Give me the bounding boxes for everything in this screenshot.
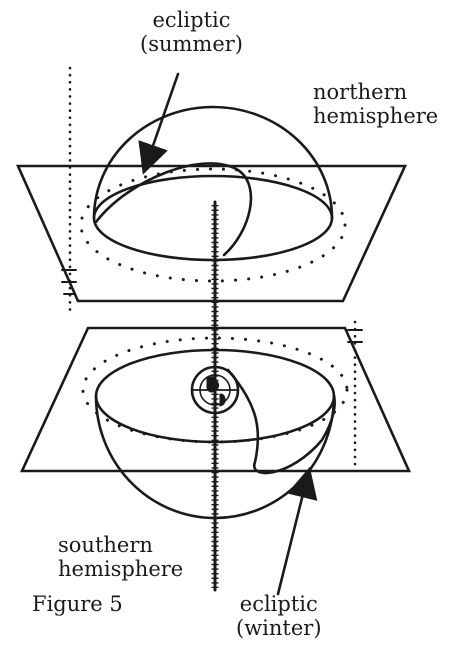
southern-hemisphere-label-line1: southern (58, 533, 183, 557)
ecliptic-winter-label-line2: (winter) (236, 616, 322, 640)
figure-caption: Figure 5 (32, 592, 123, 616)
northern-dotted-circle (81, 169, 345, 281)
ecliptic-summer-label: ecliptic (summer) (140, 8, 243, 56)
northern-hemisphere-label-line2: hemisphere (313, 104, 438, 128)
southern-hemisphere-label-line2: hemisphere (58, 557, 183, 581)
southern-hemisphere-label: southern hemisphere (58, 533, 183, 581)
ecliptic-winter-label-line1: ecliptic (236, 592, 322, 616)
ecliptic-summer-arrow (148, 74, 178, 160)
ecliptic-summer-label-line2: (summer) (140, 32, 243, 56)
northern-hemisphere-label: northern hemisphere (313, 80, 438, 128)
ecliptic-summer-label-line1: ecliptic (140, 8, 243, 32)
ecliptic-winter-label: ecliptic (winter) (236, 592, 322, 640)
ecliptic-winter-arrow (278, 482, 306, 594)
northern-hemisphere-label-line1: northern (313, 80, 438, 104)
